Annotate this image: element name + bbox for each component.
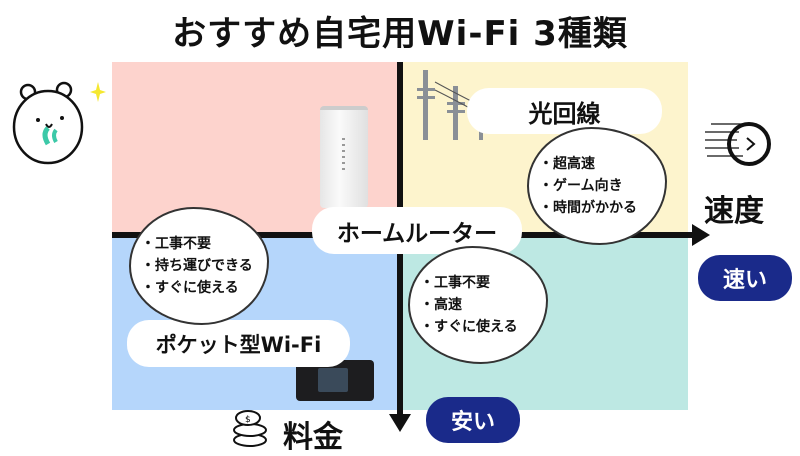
y-axis-arrow-icon [389, 414, 411, 432]
feature-item: ・高速 [420, 297, 462, 313]
feature-item: ・すぐに使える [141, 280, 239, 296]
y-axis-label: 料金 [283, 420, 343, 455]
feature-item: ・ゲーム向き [539, 178, 623, 194]
pocket-wifi-features-cloud: ・工事不要 ・持ち運びできる ・すぐに使える [129, 207, 269, 325]
x-axis-arrow-icon [692, 224, 710, 246]
feature-item: ・工事不要 [141, 236, 211, 252]
page-title: おすすめ自宅用Wi-Fi 3種類 [172, 14, 628, 54]
coins-icon: $ [233, 410, 267, 447]
home-router-image [320, 106, 368, 208]
feature-item: ・持ち運びできる [141, 258, 253, 274]
svg-text:$: $ [245, 415, 251, 425]
x-axis-badge: 速い [698, 255, 792, 301]
feature-item: ・工事不要 [420, 275, 490, 291]
feature-item: ・超高速 [539, 156, 595, 172]
speed-clock-icon [705, 122, 771, 166]
x-axis-label: 速度 [704, 194, 764, 229]
hamster-mascot-icon [12, 81, 106, 165]
feature-item: ・時間がかかる [539, 200, 637, 216]
pocket-wifi-label: ポケット型Wi-Fi [127, 320, 350, 367]
fiber-features-cloud: ・超高速 ・ゲーム向き ・時間がかかる [527, 127, 667, 245]
feature-item: ・すぐに使える [420, 319, 518, 335]
y-axis-badge: 安い [426, 397, 520, 443]
fiber-label: 光回線 [467, 88, 662, 134]
home-router-features-cloud: ・工事不要 ・高速 ・すぐに使える [408, 246, 548, 364]
